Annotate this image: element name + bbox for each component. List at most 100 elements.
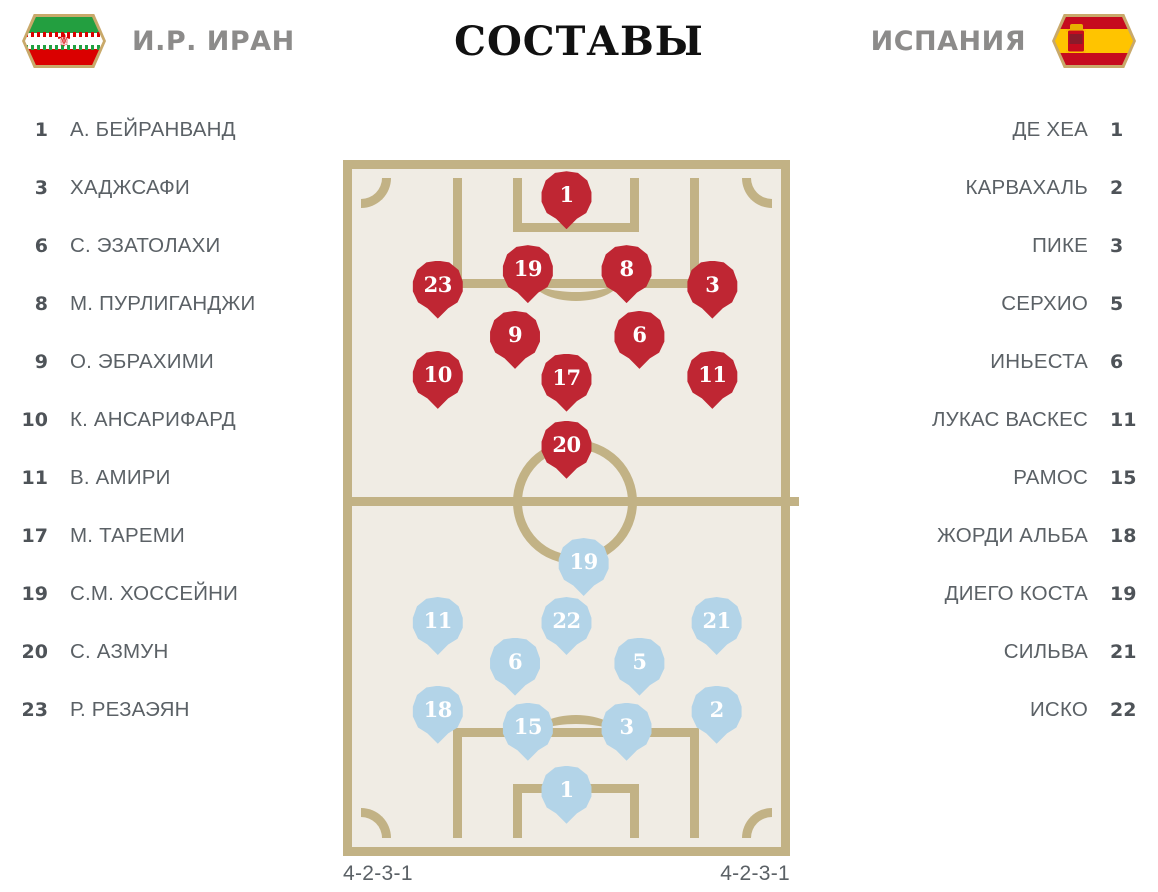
roster-player-number: 18 [1110, 525, 1137, 547]
player-marker[interactable]: 19 [558, 537, 610, 596]
player-marker[interactable]: 10 [412, 350, 464, 409]
goal-area-top [513, 178, 639, 232]
flag-iran-icon: ⚜ [22, 14, 106, 68]
roster-row[interactable]: ПИКЕ 3 [844, 234, 1144, 292]
home-formation-label: 4-2-3-1 [343, 862, 413, 885]
away-team-name: ИСПАНИЯ [870, 25, 1026, 57]
player-marker[interactable]: 22 [541, 596, 593, 655]
roster-row[interactable]: 3 ХАДЖСАФИ [14, 176, 314, 234]
roster-player-number: 2 [1110, 177, 1124, 199]
player-marker[interactable]: 9 [489, 310, 541, 369]
roster-player-name: ИСКО [1030, 698, 1088, 721]
roster-player-number: 3 [34, 177, 48, 199]
player-marker[interactable]: 20 [541, 420, 593, 479]
player-marker[interactable]: 6 [489, 637, 541, 696]
player-marker[interactable]: 19 [502, 245, 554, 304]
player-marker-number: 19 [569, 548, 599, 574]
roster-player-name: М. ТАРЕМИ [70, 524, 185, 547]
roster-player-name: СИЛЬВА [1003, 640, 1088, 663]
roster-row[interactable]: ДЕ ХЕА 1 [844, 118, 1144, 176]
home-team-badge: ⚜ И.Р. ИРАН [22, 12, 295, 70]
player-marker-number: 11 [423, 607, 453, 633]
player-marker[interactable]: 17 [541, 353, 593, 412]
corner-arc-bottom-left [361, 808, 391, 838]
player-marker-number: 17 [552, 364, 581, 390]
page-title: СОСТАВЫ [454, 18, 704, 65]
roster-row[interactable]: СЕРХИО 5 [844, 292, 1144, 350]
roster-player-number: 1 [1110, 119, 1124, 141]
roster-player-number: 15 [1110, 467, 1137, 489]
roster-player-number: 20 [21, 641, 48, 663]
player-marker[interactable]: 11 [412, 596, 464, 655]
corner-arc-top-left [361, 178, 391, 208]
player-marker[interactable]: 2 [691, 685, 743, 744]
player-marker[interactable]: 15 [502, 702, 554, 761]
player-marker-number: 1 [559, 776, 574, 802]
roster-player-number: 17 [21, 525, 48, 547]
player-marker-number: 11 [698, 361, 727, 387]
player-marker[interactable]: 11 [686, 350, 738, 409]
roster-player-number: 8 [34, 293, 48, 315]
roster-player-name: О. ЭБРАХИМИ [70, 350, 214, 373]
roster-player-name: К. АНСАРИФАРД [70, 408, 236, 431]
roster-row[interactable]: 17 М. ТАРЕМИ [14, 524, 314, 582]
player-marker[interactable]: 3 [601, 702, 653, 761]
player-marker-number: 6 [507, 648, 523, 674]
roster-player-number: 6 [34, 235, 48, 257]
player-marker-number: 19 [513, 256, 543, 282]
player-marker[interactable]: 6 [613, 310, 665, 369]
player-marker-number: 9 [507, 321, 523, 347]
player-marker[interactable]: 18 [412, 685, 464, 744]
player-marker-number: 6 [632, 321, 647, 347]
player-marker[interactable]: 1 [541, 765, 593, 824]
player-marker-number: 21 [702, 607, 732, 633]
roster-player-name: ЛУКАС ВАСКЕС [932, 408, 1088, 431]
player-marker-number: 22 [552, 607, 581, 633]
roster-row[interactable]: 20 С. АЗМУН [14, 640, 314, 698]
player-marker[interactable]: 8 [601, 245, 653, 304]
corner-arc-top-right [742, 178, 772, 208]
flag-spain-icon [1052, 14, 1136, 68]
player-marker[interactable]: 3 [686, 260, 738, 319]
roster-player-number: 19 [21, 583, 48, 605]
player-marker[interactable]: 21 [691, 596, 743, 655]
roster-player-number: 6 [1110, 351, 1124, 373]
roster-player-name: ХАДЖСАФИ [70, 176, 190, 199]
roster-player-name: ПИКЕ [1032, 234, 1088, 257]
roster-player-name: СЕРХИО [1001, 292, 1088, 315]
player-marker-number: 20 [552, 431, 581, 457]
player-marker[interactable]: 5 [613, 637, 665, 696]
roster-player-number: 11 [1110, 409, 1137, 431]
roster-player-name: С. АЗМУН [70, 640, 169, 663]
roster-player-number: 3 [1110, 235, 1124, 257]
roster-player-number: 1 [34, 119, 48, 141]
penalty-arc-top [531, 255, 621, 301]
player-marker-number: 3 [619, 713, 634, 739]
home-team-name: И.Р. ИРАН [132, 25, 295, 57]
player-marker[interactable]: 1 [541, 171, 593, 230]
player-marker-number: 10 [423, 361, 453, 387]
player-marker-number: 5 [632, 648, 647, 674]
player-marker[interactable]: 23 [412, 260, 464, 319]
roster-row[interactable]: ЛУКАС ВАСКЕС 11 [844, 408, 1144, 466]
roster-player-name: ДЕ ХЕА [1012, 118, 1088, 141]
player-marker-number: 2 [709, 696, 725, 722]
roster-player-number: 5 [1110, 293, 1124, 315]
